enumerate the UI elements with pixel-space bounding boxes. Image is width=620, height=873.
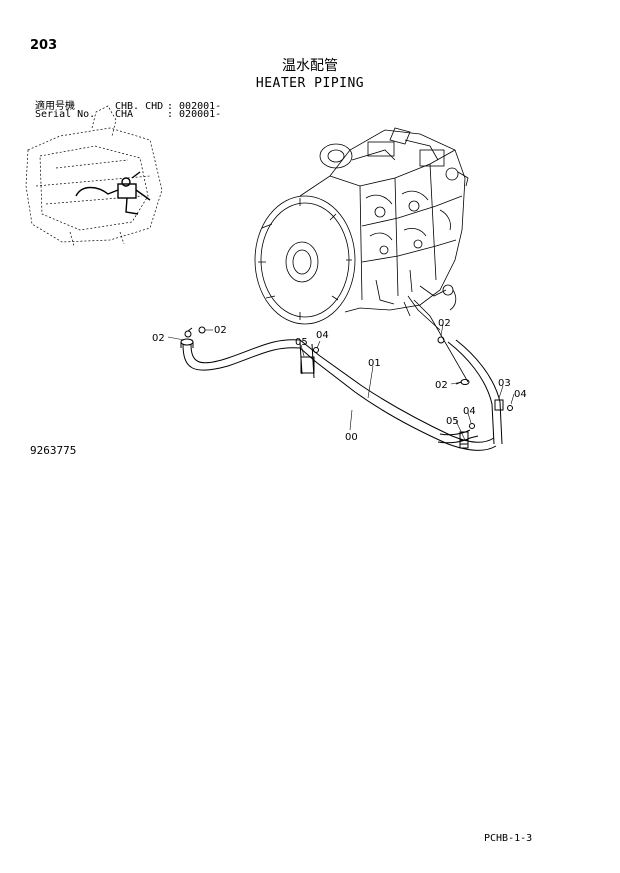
engine-assembly <box>254 127 469 383</box>
serial-number: : 002001- <box>167 101 222 112</box>
serial-model: CHB. CHD <box>115 101 164 112</box>
machine-location-thumbnail <box>25 105 163 247</box>
footer-code: PCHB-1-3 <box>484 833 533 844</box>
callout-01: 01 <box>368 358 381 369</box>
callout-labels: 02 02 05 04 01 00 02 02 03 04 05 04 <box>152 318 527 443</box>
heater-hoses <box>180 326 513 451</box>
callout-02: 02 <box>214 325 227 336</box>
callout-05: 05 <box>295 337 308 348</box>
callout-04: 04 <box>514 389 527 400</box>
callout-00: 00 <box>345 432 358 443</box>
callout-02: 02 <box>438 318 451 329</box>
callout-04: 04 <box>316 330 329 341</box>
serial-model: CHA <box>115 109 134 120</box>
callout-05: 05 <box>446 416 459 427</box>
callout-02: 02 <box>435 380 448 391</box>
serial-row-applicable: 適用号機 CHB. CHD: 002001- <box>35 97 221 112</box>
page-number: 203 <box>30 38 58 53</box>
serial-label: 適用号機 <box>35 101 75 112</box>
callout-02: 02 <box>152 333 165 344</box>
serial-label: Serial No. <box>35 109 96 120</box>
serial-number: : 020001- <box>167 109 222 120</box>
page-title-english: HEATER PIPING <box>255 76 365 91</box>
page-title-japanese: 温水配管 <box>282 58 338 74</box>
callout-03: 03 <box>498 378 511 389</box>
drawing-number: 9263775 <box>30 444 77 457</box>
serial-row-serial-no: Serial No. CHA : 020001- <box>35 109 221 120</box>
callout-leaders <box>167 323 515 441</box>
callout-04: 04 <box>463 406 476 417</box>
